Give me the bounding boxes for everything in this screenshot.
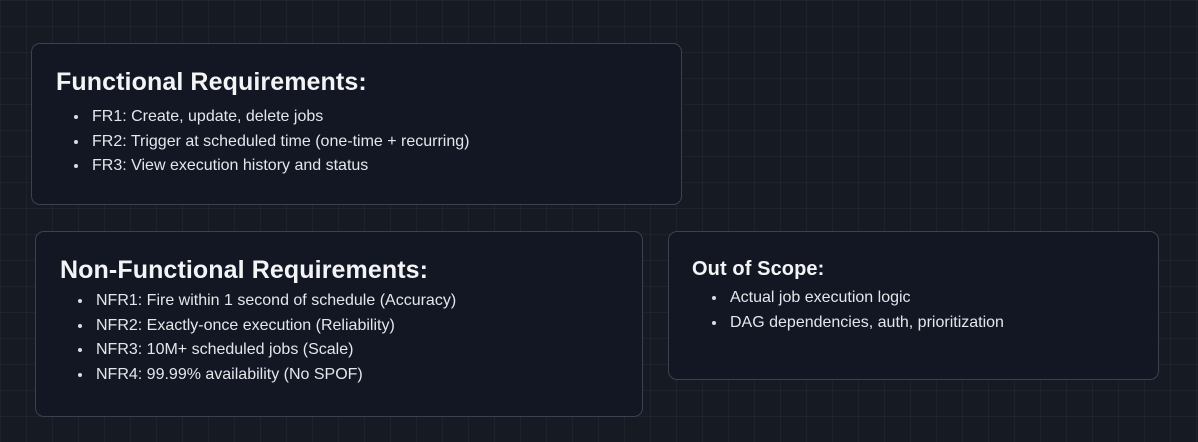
functional-requirements-title: Functional Requirements: — [56, 68, 367, 96]
out-of-scope-card: Out of Scope: Actual job execution logic… — [668, 231, 1159, 380]
list-item: NFR2: Exactly-once execution (Reliabilit… — [96, 314, 456, 339]
list-item: NFR4: 99.99% availability (No SPOF) — [96, 363, 456, 388]
functional-requirements-list: FR1: Create, update, delete jobs FR2: Tr… — [92, 105, 469, 179]
functional-requirements-card: Functional Requirements: FR1: Create, up… — [31, 43, 682, 205]
nonfunctional-requirements-card: Non-Functional Requirements: NFR1: Fire … — [35, 231, 643, 417]
list-item: Actual job execution logic — [730, 285, 1004, 310]
out-of-scope-list: Actual job execution logic DAG dependenc… — [730, 285, 1004, 335]
list-item: FR1: Create, update, delete jobs — [92, 105, 469, 130]
list-item: NFR1: Fire within 1 second of schedule (… — [96, 289, 456, 314]
nonfunctional-requirements-title: Non-Functional Requirements: — [60, 256, 429, 284]
list-item: DAG dependencies, auth, prioritization — [730, 310, 1004, 335]
list-item: FR2: Trigger at scheduled time (one-time… — [92, 130, 469, 155]
list-item: FR3: View execution history and status — [92, 154, 469, 179]
out-of-scope-title: Out of Scope: — [692, 258, 825, 280]
list-item: NFR3: 10M+ scheduled jobs (Scale) — [96, 338, 456, 363]
nonfunctional-requirements-list: NFR1: Fire within 1 second of schedule (… — [96, 289, 456, 387]
